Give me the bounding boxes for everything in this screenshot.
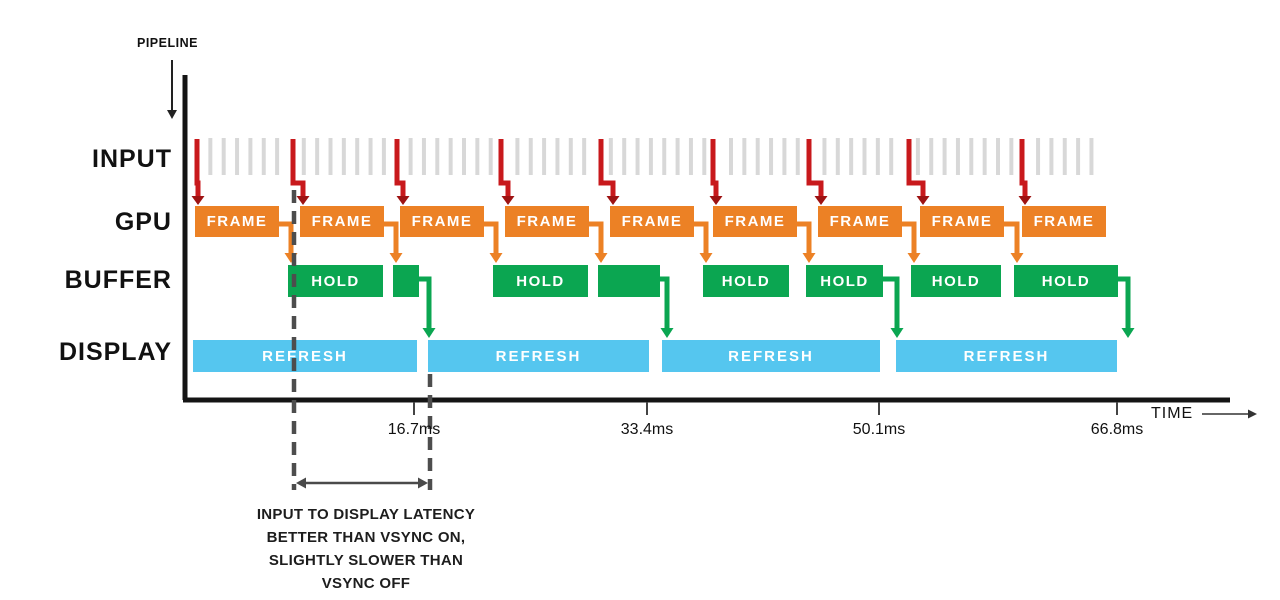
latency-caption-line: VSYNC OFF (321, 575, 411, 592)
gpu-frame-box: FRAME (920, 206, 1004, 237)
input-event-arrow (194, 139, 201, 197)
buffer-to-display-arrowhead-icon (890, 328, 904, 338)
pipeline-label: PIPELINE (137, 36, 198, 50)
input-event-arrowhead-icon (709, 196, 723, 205)
latency-caption-line: SLIGHTLY SLOWER THAN (268, 552, 464, 569)
input-event-arrow (806, 139, 824, 197)
latency-span-left-arrowhead-icon (296, 477, 306, 489)
frame-to-buffer-arrowhead-icon (284, 253, 298, 263)
gpu-frame-box: FRAME (818, 206, 902, 237)
frame-to-buffer-arrow (277, 221, 294, 254)
buffer-hold-box-label: HOLD (820, 272, 869, 290)
gpu-frame-box: FRAME (1022, 206, 1106, 237)
buffer-to-display-arrow (881, 276, 900, 329)
gpu-frame-box-label: FRAME (206, 213, 268, 230)
gpu-frame-box-label: FRAME (829, 213, 891, 230)
input-event-arrowhead-icon (916, 196, 930, 205)
row-label-gpu: GPU (114, 208, 172, 236)
gpu-frame-box-label: FRAME (724, 213, 786, 230)
buffer-hold-box-label: HOLD (931, 272, 981, 290)
frame-to-buffer-arrowhead-icon (802, 253, 816, 263)
gpu-frame-box-label: FRAME (621, 213, 683, 230)
latency-span-right-arrowhead-icon (418, 477, 428, 489)
frame-to-buffer-arrow (382, 221, 399, 254)
input-event-arrow (498, 139, 511, 197)
latency-caption: INPUT TO DISPLAY LATENCY BETTER THAN VSY… (205, 503, 527, 595)
frame-to-buffer-arrowhead-icon (594, 253, 608, 263)
gpu-frame-box: FRAME (610, 206, 694, 237)
input-event-arrow (598, 139, 616, 197)
latency-caption-line: INPUT TO DISPLAY LATENCY (256, 506, 476, 523)
display-refresh-box: REFRESH (193, 340, 417, 372)
input-event-arrowhead-icon (1018, 196, 1032, 205)
time-axis-label: TIME (1151, 405, 1194, 422)
buffer-to-display-arrowhead-icon (1121, 328, 1135, 338)
axis-tick-label: 33.4ms (620, 421, 674, 438)
frame-to-buffer-arrowhead-icon (489, 253, 503, 263)
gpu-frame-box: FRAME (400, 206, 484, 237)
input-event-arrow (394, 139, 406, 197)
input-event-arrow (906, 139, 926, 197)
row-label-buffer: BUFFER (64, 266, 172, 294)
buffer-hold-box: HOLD (806, 265, 883, 297)
display-refresh-box: REFRESH (428, 340, 649, 372)
input-event-arrow (290, 139, 306, 197)
frame-to-buffer-arrowhead-icon (389, 253, 403, 263)
input-event-arrowhead-icon (396, 196, 410, 205)
gpu-frame-box: FRAME (713, 206, 797, 237)
display-refresh-box-label: REFRESH (262, 347, 348, 365)
axis-tick-label: 66.8ms (1090, 421, 1144, 438)
input-event-arrowhead-icon (191, 196, 205, 205)
input-event-arrowhead-icon (814, 196, 828, 205)
buffer-hold-box: HOLD (1014, 265, 1118, 297)
display-refresh-box-label: REFRESH (728, 347, 814, 365)
display-refresh-box-label: REFRESH (963, 347, 1050, 365)
axis-tick-label: 16.7ms (387, 421, 441, 438)
axis-tick-label: 50.1ms (852, 421, 906, 438)
input-event-arrowhead-icon (296, 196, 310, 205)
row-label-input: INPUT (92, 145, 172, 173)
row-label-display: DISPLAY (58, 338, 172, 366)
gpu-frame-box-label: FRAME (931, 213, 993, 230)
display-refresh-box: REFRESH (896, 340, 1117, 372)
latency-caption-line: BETTER THAN VSYNC ON, (266, 529, 466, 546)
buffer-hold-box-label: HOLD (1041, 272, 1091, 290)
gpu-frame-box-label: FRAME (516, 213, 578, 230)
gpu-frame-box-label: FRAME (311, 213, 373, 230)
gpu-frame-box-label: FRAME (1033, 213, 1095, 230)
gpu-frame-box-label: FRAME (411, 213, 473, 230)
input-event-arrow (710, 139, 719, 197)
input-event-arrowhead-icon (606, 196, 620, 205)
buffer-hold-box (598, 265, 660, 297)
frame-to-buffer-arrowhead-icon (1010, 253, 1024, 263)
gpu-frame-box: FRAME (300, 206, 384, 237)
frame-to-buffer-arrowhead-icon (699, 253, 713, 263)
input-event-arrowhead-icon (501, 196, 515, 205)
input-event-arrow (1019, 139, 1028, 197)
buffer-hold-box-label: HOLD (516, 272, 565, 290)
buffer-hold-box (393, 265, 419, 297)
buffer-hold-box: HOLD (703, 265, 789, 297)
frame-to-buffer-arrow (482, 221, 499, 254)
frame-to-buffer-arrow (692, 221, 709, 254)
display-refresh-box: REFRESH (662, 340, 880, 372)
frame-to-buffer-arrow (795, 221, 812, 254)
buffer-hold-box: HOLD (288, 265, 383, 297)
buffer-hold-box-label: HOLD (721, 272, 771, 290)
buffer-to-display-arrowhead-icon (660, 328, 674, 338)
frame-to-buffer-arrow (1002, 221, 1020, 254)
frame-to-buffer-arrow (900, 221, 917, 254)
buffer-hold-box-label: HOLD (311, 272, 360, 290)
gpu-frame-box: FRAME (505, 206, 589, 237)
pipeline-arrowhead-icon (167, 110, 177, 119)
time-arrowhead-icon (1248, 409, 1257, 419)
buffer-hold-box: HOLD (493, 265, 588, 297)
display-refresh-box-label: REFRESH (495, 347, 582, 365)
gpu-frame-box: FRAME (195, 206, 279, 237)
frame-to-buffer-arrow (587, 221, 604, 254)
buffer-hold-box: HOLD (911, 265, 1001, 297)
buffer-to-display-arrowhead-icon (422, 328, 436, 338)
frame-to-buffer-arrowhead-icon (907, 253, 921, 263)
